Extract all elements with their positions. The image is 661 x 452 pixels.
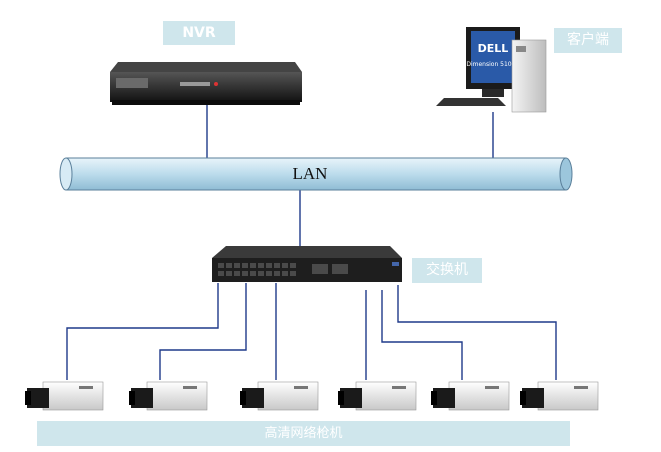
client-pc: DELL Dimension 5100C: [436, 27, 547, 113]
cameras: [25, 381, 599, 411]
nvr-label: NVR: [163, 21, 235, 45]
client-label: 客户端: [554, 28, 622, 53]
camera-2: [129, 381, 208, 411]
camera-1: [25, 381, 104, 411]
switch-label: 交换机: [412, 258, 482, 283]
link-camera-5: [381, 290, 463, 380]
camera-5: [431, 381, 510, 411]
monitor-brand: DELL: [478, 42, 509, 55]
camera-6: [520, 381, 599, 411]
lan-bus: [59, 157, 573, 191]
camera-3: [240, 381, 319, 411]
camera-4: [338, 381, 417, 411]
links: [66, 105, 557, 380]
link-camera-2: [159, 283, 247, 380]
nvr-device: [110, 62, 302, 105]
switch-ports: [218, 263, 348, 276]
link-camera-1: [66, 283, 219, 380]
link-camera-6: [397, 285, 557, 380]
lan-label: LAN: [292, 164, 328, 183]
monitor-model: Dimension 5100C: [466, 61, 519, 68]
switch-device: [212, 246, 402, 282]
camera-group-label: 高清网络枪机: [37, 421, 570, 446]
